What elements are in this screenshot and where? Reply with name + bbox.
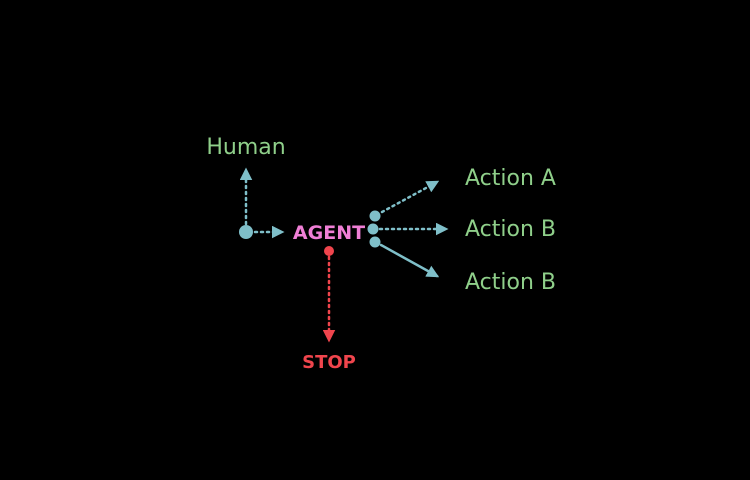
- output-node-b-top: [367, 223, 379, 235]
- origin-node: [239, 225, 253, 239]
- action-b-bottom-label: Action B: [465, 270, 556, 295]
- output-node-a: [369, 210, 381, 222]
- arrow-agent-to-action-a: [380, 180, 440, 214]
- stop-connector-node: [324, 246, 334, 256]
- action-b-top-label: Action B: [465, 217, 556, 242]
- stop-label: STOP: [302, 352, 356, 373]
- output-node-b-bottom: [369, 236, 381, 248]
- arrow-agent-to-action-b-bottom: [379, 243, 440, 278]
- human-label: Human: [206, 135, 285, 160]
- agent-label: AGENT: [293, 222, 365, 244]
- action-a-label: Action A: [465, 166, 556, 191]
